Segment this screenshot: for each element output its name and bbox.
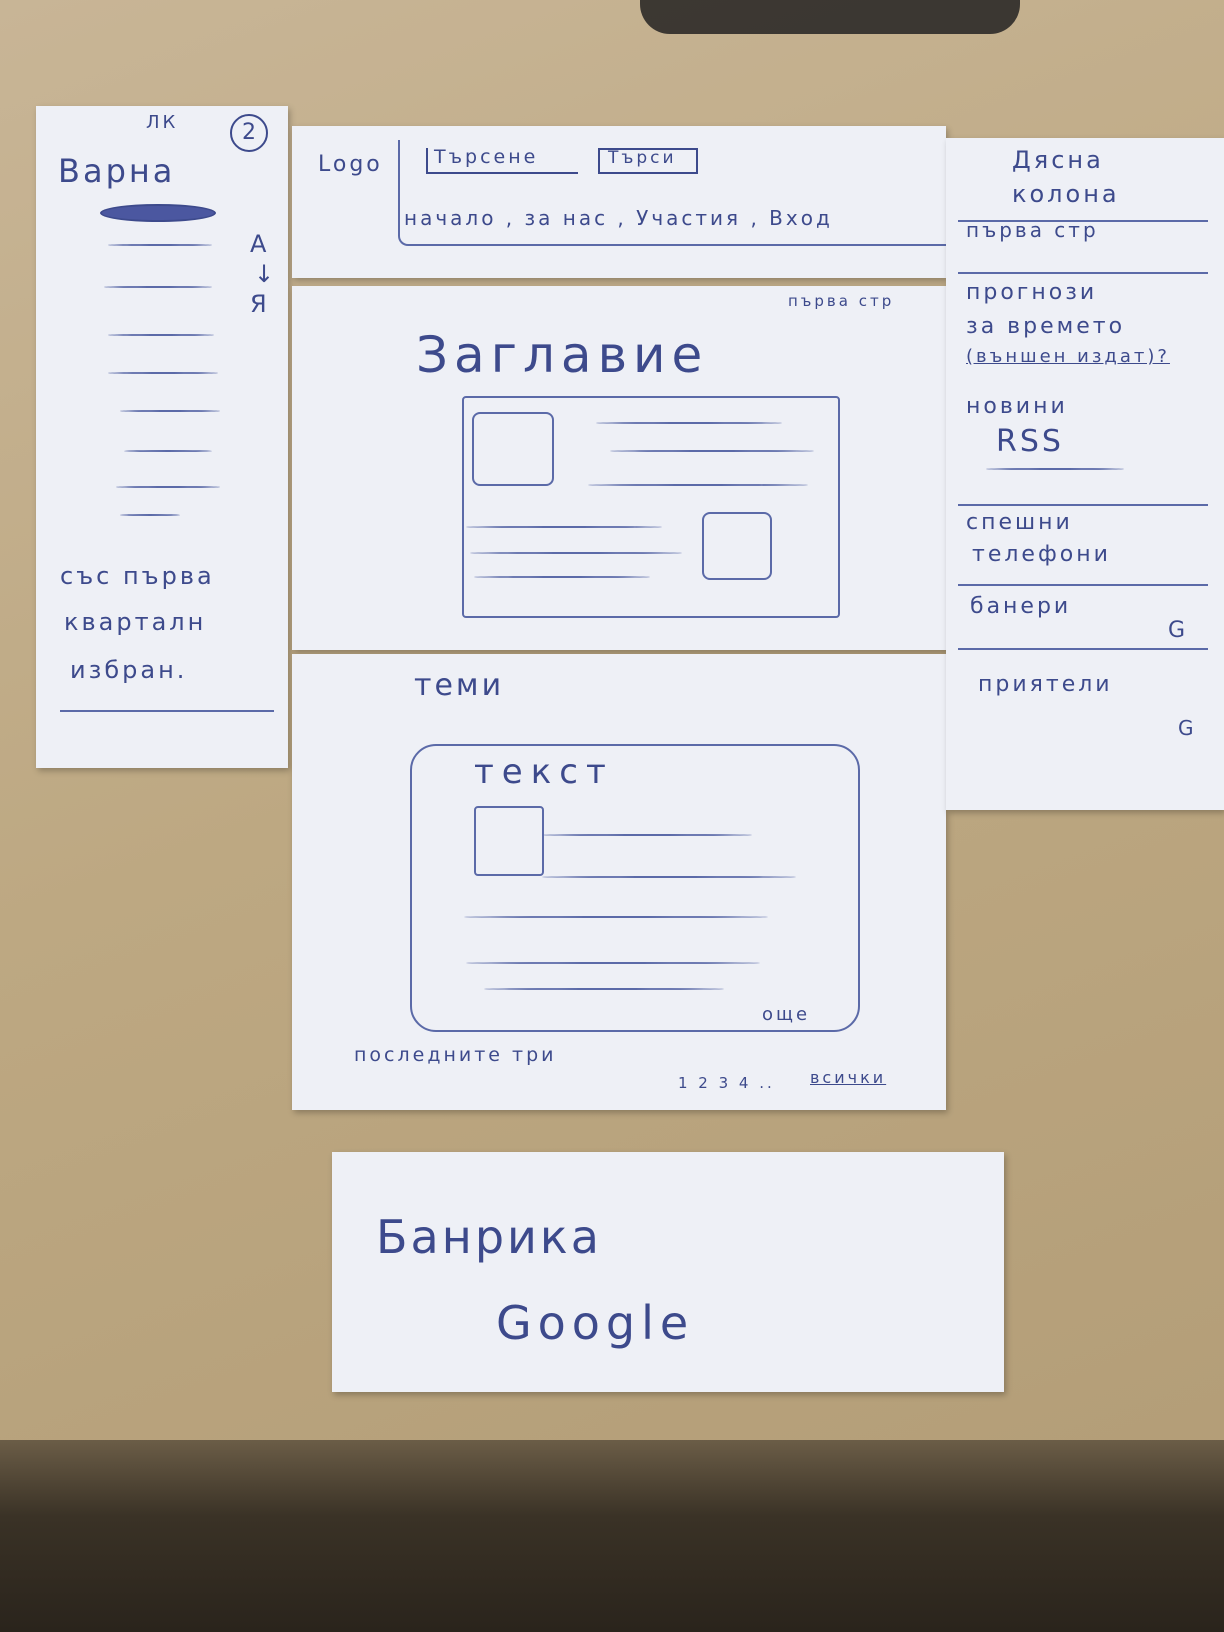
weather-widget-line: (външен издат)? [966,346,1170,367]
page-number-badge: 2 [230,114,268,152]
list-item[interactable] [120,410,220,412]
desk-object [640,0,1020,34]
right-column-title: колона [1012,180,1120,208]
divider [958,584,1208,586]
page-number: 2 [242,120,256,145]
city-title: Варна [58,152,176,190]
list-item[interactable] [104,286,212,288]
search-button[interactable]: Търси [598,148,698,174]
main-nav[interactable]: начало , за нас , Участия , Вход [404,206,833,230]
text-line [470,552,682,554]
page-label: първа стр [788,292,895,310]
footer-divider [60,710,274,712]
text-line [466,962,760,964]
article-image-placeholder [702,512,772,580]
topic-image-placeholder [474,806,544,876]
sort-mark-top: А [250,230,270,258]
sidebar-item-first-page[interactable]: първа стр [966,218,1099,242]
sort-mark-bottom: Я [250,290,270,318]
list-item[interactable] [108,244,212,246]
text-line [542,834,752,836]
selected-item-highlight [100,204,216,222]
friends-google-mark: G [1178,716,1197,740]
right-column-sketch: Дясна колона първа стр прогнози за време… [946,138,1224,810]
header-frame [398,140,946,246]
rss-link[interactable]: RSS [996,424,1064,459]
footer-text-line: кварталн [64,608,207,636]
friends-title: приятели [978,672,1113,697]
divider [958,504,1208,506]
weather-widget-line: за времето [966,314,1126,339]
text-line [588,484,808,486]
list-item[interactable] [120,514,180,516]
divider [958,648,1208,650]
pagination[interactable]: 1 2 3 4 .. [678,1074,775,1092]
banners-title: банери [970,594,1072,619]
sort-arrow-icon: ↓ [254,260,278,288]
search-input[interactable]: Търсене [426,146,578,174]
banners-google-mark: G [1168,618,1189,643]
banner-google: Google [496,1296,695,1350]
weather-widget-line: прогнози [966,280,1098,305]
news-title: новини [966,394,1068,419]
text-line [596,422,782,424]
desk-edge [0,1440,1224,1632]
left-column-sketch: ЛК 2 Варна А ↓ Я със първа кварталн избр… [36,106,288,768]
list-item[interactable] [108,372,218,374]
logo: Logo [318,152,383,177]
text-line [466,526,662,528]
featured-article-box[interactable] [462,396,840,618]
divider [958,220,1208,222]
emergency-phones-line: телефони [972,542,1111,567]
list-item[interactable] [108,334,214,336]
text-line [610,450,814,452]
bottom-banner-sketch: Банрика Google [332,1152,1004,1392]
rss-underline [986,468,1124,470]
search-button-label: Търси [608,148,677,168]
text-line [542,876,796,878]
list-item[interactable] [116,486,220,488]
more-link[interactable]: още [762,1004,811,1025]
text-line [474,576,650,578]
banner-text: Банрика [376,1210,602,1264]
footer-text-line: със първа [60,562,215,590]
all-topics-link[interactable]: всички [810,1068,887,1087]
text-line [484,988,724,990]
header-sketch: Logo Търсене Търси начало , за нас , Уча… [292,126,946,278]
text-line [464,916,768,918]
right-column-title: Дясна [1012,146,1104,174]
corner-mark: ЛК [146,112,179,133]
list-item[interactable] [124,450,212,452]
page-title: Заглавие [416,326,709,384]
main-content-sketch: първа стр Заглавие [292,286,948,650]
last-three-label: последните три [354,1044,557,1066]
article-image-placeholder [472,412,554,486]
topics-sketch: теми текст още последните три 1 2 3 4 ..… [292,654,946,1110]
topic-card[interactable] [410,744,860,1032]
emergency-phones-line: спешни [966,510,1073,535]
topics-title: теми [414,668,505,703]
topic-text-label: текст [474,752,614,792]
search-input-label: Търсене [434,146,539,168]
footer-text-line: избран. [70,656,188,684]
divider [958,272,1208,274]
